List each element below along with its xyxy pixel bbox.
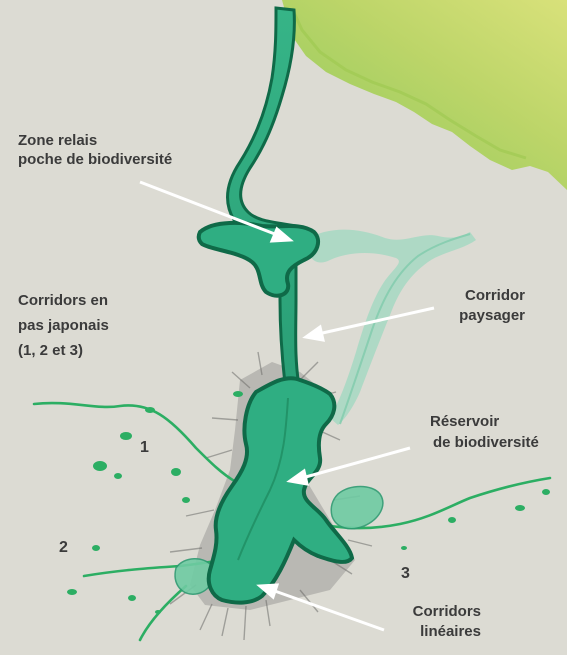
label-zone-relais-line1: Zone relais (18, 131, 172, 150)
label-corridor-paysager-line1: Corridor (459, 286, 525, 306)
arrow-paysager-head (306, 327, 323, 340)
label-corridors-pas-line2: pas japonais (18, 313, 109, 338)
label-corridors-pas-line3: (1, 2 et 3) (18, 338, 109, 363)
label-corridors-lineaires-line2: linéaires (413, 622, 481, 642)
label-corridors-pas-line1: Corridors en (18, 288, 109, 313)
landscape-patch (282, 0, 567, 190)
arrow-lineaires (272, 590, 384, 630)
label-corridor-paysager-line2: paysager (459, 306, 525, 326)
label-zone-relais-line2: poche de biodiversité (18, 150, 172, 169)
river-corridor (227, 8, 300, 392)
label-reservoir: Réservoir de biodiversité (430, 411, 539, 453)
label-reservoir-line2: de biodiversité (433, 432, 539, 453)
relay-zone (199, 223, 318, 296)
number-3: 3 (401, 564, 410, 583)
label-reservoir-line1: Réservoir (430, 411, 539, 432)
label-corridors-lineaires-line1: Corridors (413, 602, 481, 622)
label-corridors-lineaires: Corridors linéaires (413, 602, 481, 642)
label-zone-relais: Zone relais poche de biodiversité (18, 131, 172, 169)
number-2: 2 (59, 538, 68, 557)
label-corridor-paysager: Corridor paysager (459, 286, 525, 326)
label-corridors-pas-japonais: Corridors en pas japonais (1, 2 et 3) (18, 288, 109, 363)
number-1: 1 (140, 438, 149, 457)
